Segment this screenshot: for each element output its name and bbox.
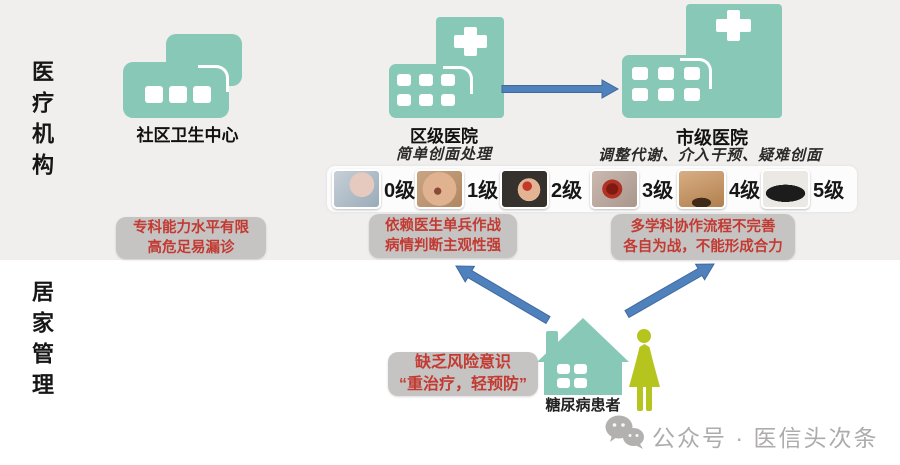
window [632, 67, 648, 80]
community-name: 社区卫生中心 [136, 126, 239, 145]
district-desc: 简单创面处理 [395, 147, 492, 163]
city-roofline-highlight [680, 58, 712, 89]
medical-cross-icon [454, 35, 487, 48]
window [684, 88, 700, 101]
window [574, 378, 587, 388]
window [169, 86, 187, 103]
window [397, 94, 411, 106]
problem-line: 专科能力水平有限 [133, 219, 249, 236]
problem-box-patient: 缺乏风险意识 “重治疗，轻预防” [388, 352, 538, 396]
grade-1-label: 1级 [467, 180, 499, 202]
grade-2-photo [500, 169, 549, 209]
grade-1-photo [415, 169, 464, 209]
window [397, 74, 411, 86]
problem-box-community: 专科能力水平有限 高危足易漏诊 [116, 217, 266, 259]
grade-5-photo [761, 169, 810, 209]
arrow-district-to-city-icon [501, 79, 620, 99]
window [658, 67, 674, 80]
window [145, 86, 163, 103]
window [441, 74, 455, 86]
window [574, 364, 587, 374]
window [557, 378, 570, 388]
problem-box-district: 依赖医生单兵作战 病情判断主观性强 [369, 214, 517, 258]
problem-line: 高危足易漏诊 [147, 240, 235, 256]
wechat-icon [604, 414, 646, 455]
window [684, 67, 700, 80]
section-label-medical-institutions: 医疗机构 [29, 60, 54, 184]
grade-4-photo [677, 169, 726, 209]
problem-line: 多学科协作流程不完善 [630, 218, 776, 235]
city-name: 市级医院 [676, 128, 748, 148]
district-front-building [389, 64, 473, 118]
problem-box-city: 多学科协作流程不完善 各自为战，不能形成合力 [611, 214, 795, 260]
community-roofline-highlight [198, 65, 229, 92]
problem-line: 病情判断主观性强 [385, 238, 501, 254]
city-desc: 调整代谢、介入干预、疑难创面 [597, 148, 822, 164]
window [658, 88, 674, 101]
watermark-text: 公众号 · 医信头次条 [652, 425, 879, 451]
district-name: 区级医院 [410, 127, 478, 146]
patient-label: 糖尿病患者 [545, 397, 621, 414]
grade-0-label: 0级 [384, 180, 416, 202]
medical-cross-icon [716, 19, 751, 32]
city-front-building [622, 55, 712, 118]
grade-0-photo [332, 169, 381, 209]
problem-line: 依赖医生单兵作战 [385, 217, 501, 234]
grade-4-label: 4级 [729, 180, 761, 202]
grade-3-photo [590, 169, 639, 209]
problem-line: 各自为战，不能形成合力 [623, 239, 783, 255]
window [557, 364, 570, 374]
person-leg [646, 387, 652, 411]
person-body [629, 344, 660, 387]
window [419, 74, 433, 86]
window [419, 94, 433, 106]
grade-2-label: 2级 [551, 180, 583, 202]
window [193, 86, 211, 103]
window [632, 88, 648, 101]
arrow-patient-to-city-icon [624, 263, 715, 319]
house-roof [537, 318, 629, 362]
problem-line: 缺乏风险意识 [414, 353, 511, 371]
district-roofline-highlight [443, 66, 473, 94]
window [441, 94, 455, 106]
arrow-patient-to-district-icon [455, 265, 551, 325]
section-label-home-management: 居家管理 [29, 280, 54, 404]
grade-3-label: 3级 [642, 180, 674, 202]
person-leg [637, 387, 643, 411]
problem-line: “重治疗，轻预防” [398, 376, 527, 393]
person-head [637, 329, 651, 343]
grade-5-label: 5级 [813, 180, 845, 202]
